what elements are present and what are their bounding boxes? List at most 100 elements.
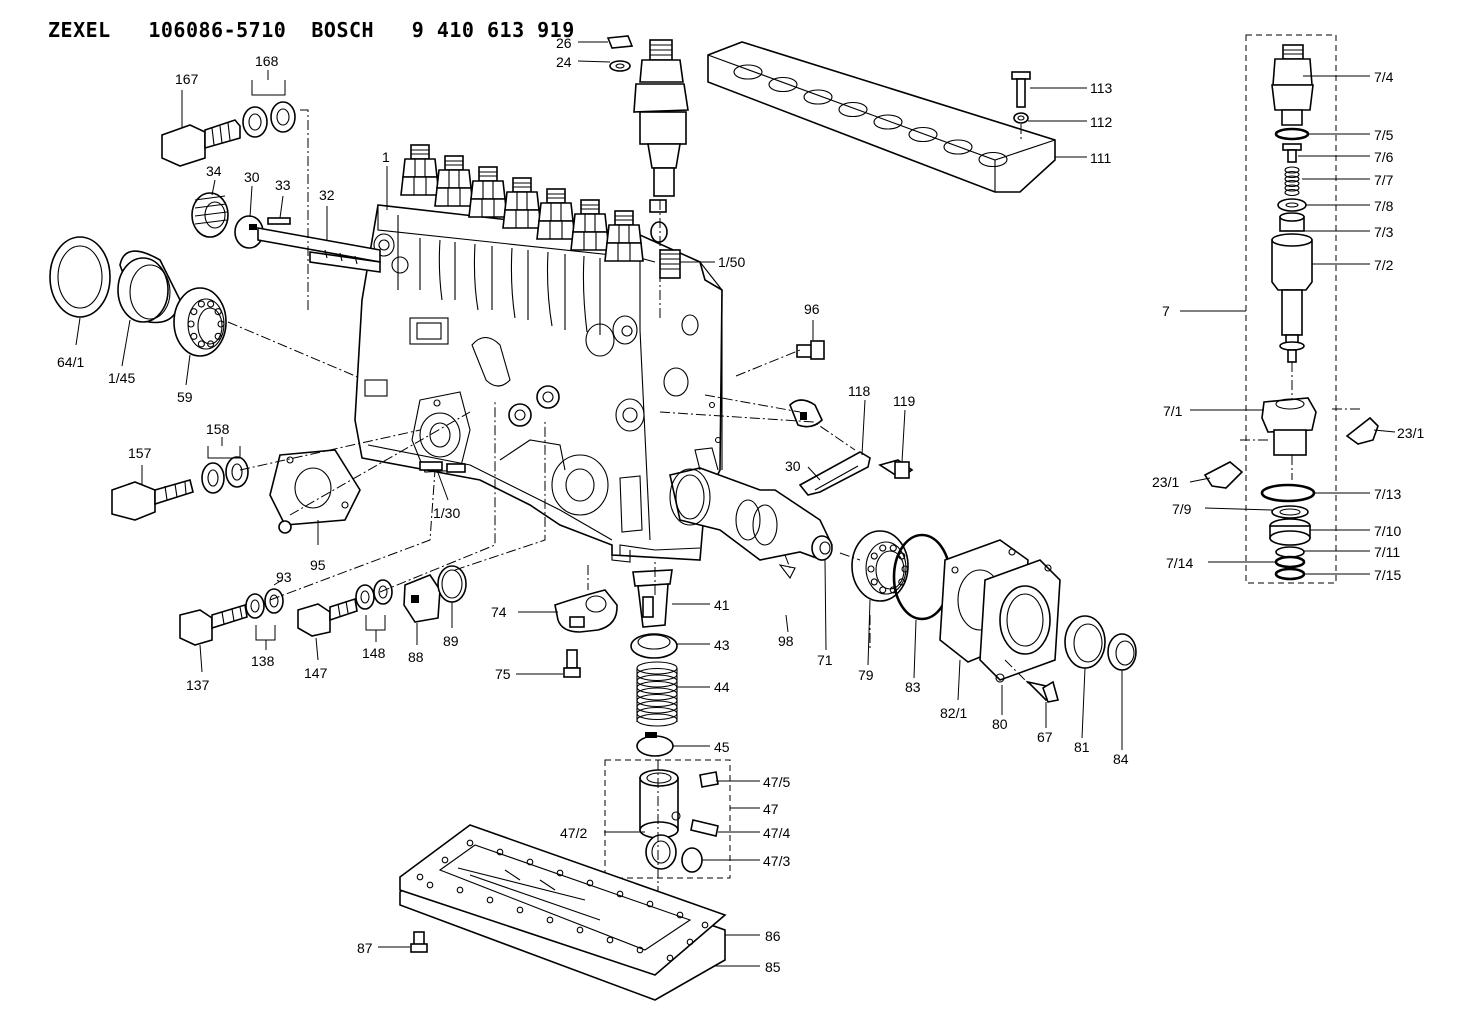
callout-98: 98 xyxy=(778,633,794,649)
callout-168: 168 xyxy=(255,53,279,69)
callout-1-50: 1/50 xyxy=(718,254,745,270)
callout-113: 113 xyxy=(1090,80,1113,96)
callout-7: 7 xyxy=(1162,303,1170,319)
bearing-ball xyxy=(898,578,906,586)
callout-44: 44 xyxy=(714,679,730,695)
valve-holder-nut xyxy=(402,158,438,178)
valve-holder-facet xyxy=(618,225,630,243)
callout-23-1-left: 23/1 xyxy=(1152,474,1179,490)
gasket-hole xyxy=(516,906,524,914)
bearing-ball xyxy=(870,578,878,586)
assembly-lines xyxy=(227,109,1360,686)
callout-89: 89 xyxy=(443,633,459,649)
gasket-hole xyxy=(636,946,644,954)
callout-119: 119 xyxy=(893,393,916,409)
callout-67: 67 xyxy=(1037,729,1053,745)
valve-holder-base xyxy=(570,231,610,251)
gasket-hole xyxy=(686,938,694,946)
camshaft xyxy=(669,447,833,561)
gasket-hole xyxy=(416,873,424,881)
callout-7-10: 7/10 xyxy=(1374,523,1401,539)
spring-coil xyxy=(1284,188,1300,197)
valve-holder-base xyxy=(434,187,474,207)
gasket-hole xyxy=(466,839,474,847)
callout-1: 1 xyxy=(382,149,390,165)
valve-holder-nut xyxy=(470,180,506,200)
callout-137: 137 xyxy=(186,677,210,693)
assembly-7 xyxy=(1203,34,1379,584)
top-nozzle-holder xyxy=(606,35,689,320)
bearing-ball xyxy=(870,552,878,560)
valve-holder-nut xyxy=(436,169,472,189)
gasket-hole xyxy=(666,954,674,962)
spring-coil xyxy=(1284,179,1300,188)
gasket-hole xyxy=(576,926,584,934)
leader-lines xyxy=(75,41,1396,967)
callout-64-1: 64/1 xyxy=(57,354,84,370)
cover-hole xyxy=(733,64,763,80)
valve-holder-thread xyxy=(547,193,565,199)
valve-holder-top xyxy=(614,210,634,226)
valve-holder-top xyxy=(478,166,498,182)
valve-holder-thread xyxy=(615,215,633,221)
callout-95: 95 xyxy=(310,557,326,573)
callout-1-30: 1/30 xyxy=(433,505,460,521)
bearing-ball xyxy=(187,320,195,328)
bearing-ball xyxy=(879,544,887,552)
callout-7-9: 7/9 xyxy=(1172,501,1192,517)
valve-holder-top xyxy=(546,188,566,204)
bearing-ball xyxy=(214,308,222,316)
callout-7-14: 7/14 xyxy=(1166,555,1193,571)
callout-7-4: 7/4 xyxy=(1374,69,1394,85)
callout-7-7: 7/7 xyxy=(1374,172,1394,188)
callout-87: 87 xyxy=(357,940,373,956)
bearing-ball xyxy=(214,332,222,340)
delivery-valve-holders xyxy=(400,144,644,262)
callout-41: 41 xyxy=(714,597,730,613)
callout-7-1: 7/1 xyxy=(1163,403,1183,419)
cover-plate xyxy=(707,41,1056,193)
spring-coil xyxy=(1284,184,1300,192)
callout-79: 79 xyxy=(858,667,874,683)
callout-75: 75 xyxy=(495,666,511,682)
cover-hole xyxy=(768,76,798,93)
bearing-ball xyxy=(889,544,897,552)
valve-holder-nut xyxy=(504,191,540,211)
callout-43: 43 xyxy=(714,637,730,653)
gasket-hole xyxy=(676,911,684,919)
valve-holder-facet xyxy=(448,170,460,188)
left-parts xyxy=(49,101,467,646)
callout-81: 81 xyxy=(1074,739,1090,755)
valve-holder-thread xyxy=(581,204,599,210)
bearing-ball xyxy=(190,332,198,340)
bearing-ball xyxy=(190,308,198,316)
valve-holder-facet xyxy=(549,221,563,239)
gasket-hole xyxy=(426,881,434,889)
callout-80: 80 xyxy=(992,716,1008,732)
bearing-ball xyxy=(879,586,887,594)
cover-hole xyxy=(978,151,1008,168)
callout-7-5: 7/5 xyxy=(1374,127,1394,143)
callout-93: 93 xyxy=(276,569,292,585)
valve-holder-facet xyxy=(515,210,529,228)
valve-holder-top xyxy=(444,155,464,171)
bottom-gaskets xyxy=(399,824,727,1001)
callout-labels: 167 168 34 30 33 32 1 64/1 1/45 59 158 1… xyxy=(57,35,1424,975)
callout-47: 47 xyxy=(763,801,779,817)
callout-88: 88 xyxy=(408,649,424,665)
valve-holder-top xyxy=(580,199,600,215)
brand-left: ZEXEL xyxy=(48,18,111,42)
bearing-ball xyxy=(207,340,215,348)
callout-82-1: 82/1 xyxy=(940,705,967,721)
valve-holder-base xyxy=(468,198,508,218)
spring-edge xyxy=(636,668,678,722)
callout-84: 84 xyxy=(1113,751,1129,767)
valve-holder-facet xyxy=(550,203,562,221)
valve-holder-facet xyxy=(413,177,427,195)
gasket-hole xyxy=(496,848,504,856)
gasket-hole xyxy=(556,869,564,877)
valve-holder-facet xyxy=(617,243,631,261)
valve-holder-thread xyxy=(513,182,531,188)
gasket-hole xyxy=(486,896,494,904)
